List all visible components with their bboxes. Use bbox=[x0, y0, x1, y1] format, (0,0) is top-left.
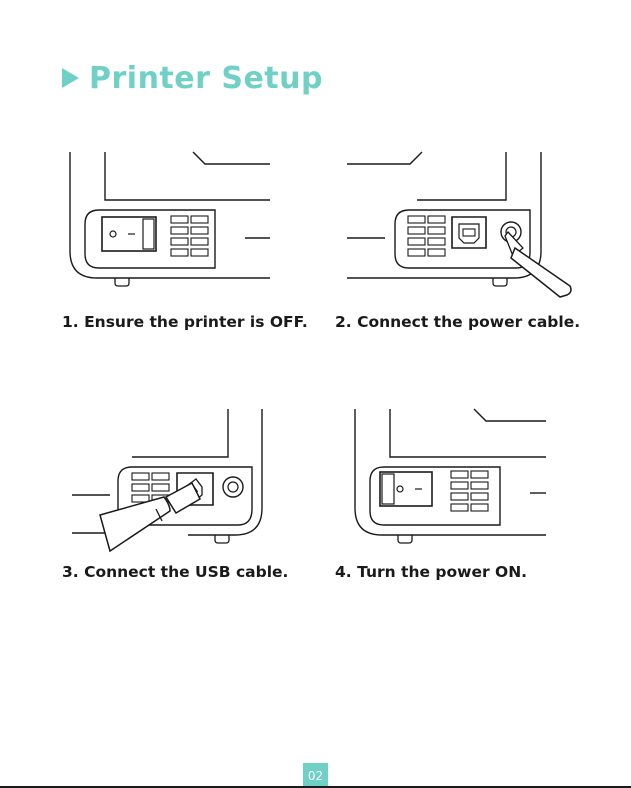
page-number: 02 bbox=[303, 763, 328, 788]
page-header: Printer Setup bbox=[62, 58, 323, 98]
step-2-illustration bbox=[345, 148, 575, 298]
play-arrow-icon bbox=[62, 68, 79, 88]
step-2-caption: 2. Connect the power cable. bbox=[335, 313, 580, 331]
step-3-illustration bbox=[70, 405, 270, 555]
step-1-caption: 1. Ensure the printer is OFF. bbox=[62, 313, 308, 331]
step-1-illustration bbox=[65, 148, 275, 288]
step-4-caption: 4. Turn the power ON. bbox=[335, 563, 527, 581]
step-4-illustration bbox=[350, 405, 560, 555]
page-title: Printer Setup bbox=[89, 61, 323, 96]
step-3-caption: 3. Connect the USB cable. bbox=[62, 563, 288, 581]
